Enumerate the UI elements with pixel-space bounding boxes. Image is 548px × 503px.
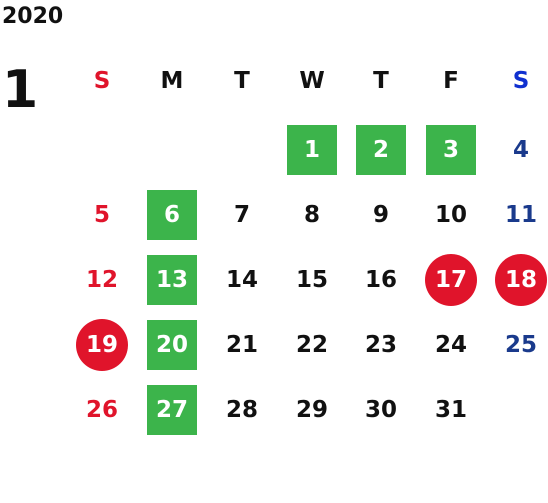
calendar-day-23[interactable]: 23 <box>364 332 397 358</box>
calendar-month: 1 <box>2 60 39 120</box>
calendar-day-26[interactable]: 26 <box>85 397 118 423</box>
calendar-day-1[interactable]: 1 <box>287 125 337 175</box>
calendar-day-2[interactable]: 2 <box>356 125 406 175</box>
calendar-day-18[interactable]: 18 <box>495 254 547 306</box>
calendar-day-27[interactable]: 27 <box>147 385 197 435</box>
calendar-day-15[interactable]: 15 <box>295 267 328 293</box>
calendar-day-12[interactable]: 12 <box>85 267 118 293</box>
weekday-label-1: M <box>160 68 184 94</box>
weekday-label-4: T <box>373 68 389 94</box>
calendar-day-14[interactable]: 14 <box>225 267 258 293</box>
calendar-day-13[interactable]: 13 <box>147 255 197 305</box>
calendar-day-29[interactable]: 29 <box>295 397 328 423</box>
calendar-year: 2020 <box>2 4 64 29</box>
calendar-day-10[interactable]: 10 <box>434 202 467 228</box>
weekday-label-3: W <box>299 68 325 94</box>
calendar-day-16[interactable]: 16 <box>364 267 397 293</box>
weekday-label-2: T <box>234 68 250 94</box>
calendar-day-4[interactable]: 4 <box>512 137 529 163</box>
calendar-day-21[interactable]: 21 <box>225 332 258 358</box>
calendar-day-17[interactable]: 17 <box>425 254 477 306</box>
weekday-label-0: S <box>93 68 111 94</box>
calendar-day-28[interactable]: 28 <box>225 397 258 423</box>
calendar-day-31[interactable]: 31 <box>434 397 467 423</box>
calendar-day-11[interactable]: 11 <box>504 202 537 228</box>
calendar-day-22[interactable]: 22 <box>295 332 328 358</box>
weekday-label-5: F <box>443 68 459 94</box>
weekday-label-6: S <box>512 68 530 94</box>
calendar-day-3[interactable]: 3 <box>426 125 476 175</box>
calendar-day-25[interactable]: 25 <box>504 332 537 358</box>
calendar-day-7[interactable]: 7 <box>233 202 250 228</box>
calendar-day-24[interactable]: 24 <box>434 332 467 358</box>
calendar-day-20[interactable]: 20 <box>147 320 197 370</box>
calendar-day-8[interactable]: 8 <box>303 202 320 228</box>
calendar-day-30[interactable]: 30 <box>364 397 397 423</box>
calendar-day-5[interactable]: 5 <box>93 202 110 228</box>
calendar-day-19[interactable]: 19 <box>76 319 128 371</box>
calendar-day-9[interactable]: 9 <box>372 202 389 228</box>
calendar-day-6[interactable]: 6 <box>147 190 197 240</box>
